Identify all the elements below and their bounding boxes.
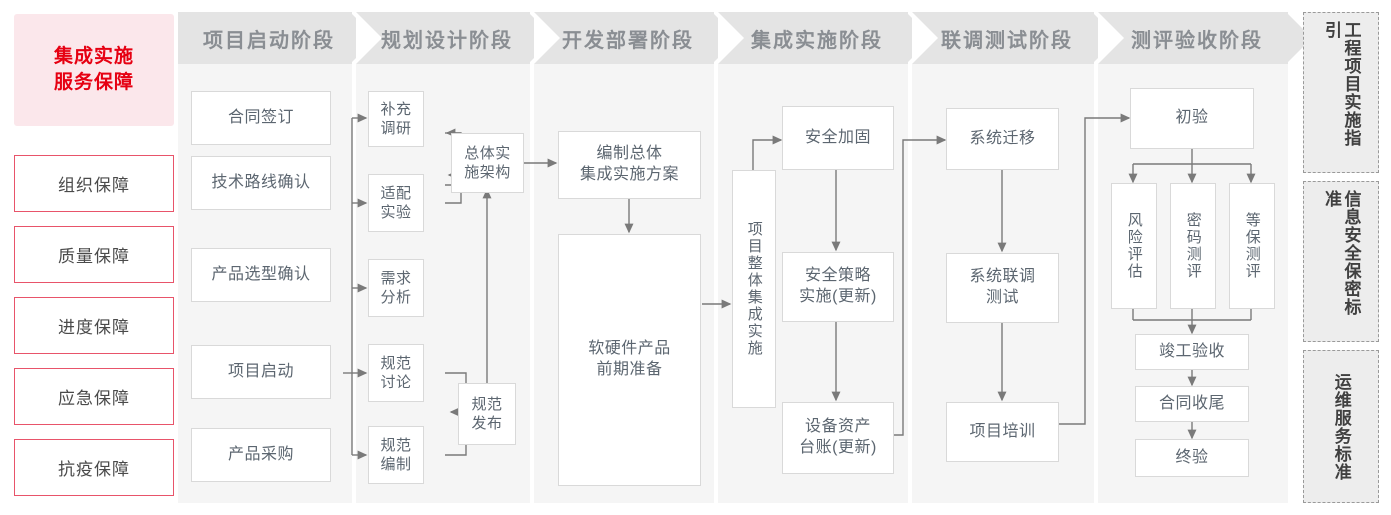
phase-header-2: 规划设计阶段 (356, 12, 554, 64)
node-label: 安全加固 (804, 128, 871, 146)
node-cryptography-eval[interactable]: 密码测评 (1170, 183, 1216, 309)
right-sidebar-label: 工程项目实施指引 (1322, 20, 1361, 147)
node-spec-discussion[interactable]: 规范讨论 (368, 344, 424, 402)
node-label: 等保测评 (1243, 212, 1261, 280)
left-sidebar-title: 集成实施 服务保障 (14, 14, 174, 126)
phase-header-1: 项目启动阶段 (178, 12, 376, 64)
node-label-line: 台账(更新) (799, 439, 877, 456)
node-hw-sw-preparation[interactable]: 软硬件产品前期准备 (558, 234, 701, 486)
node-label-line: 安全策略 (804, 267, 871, 285)
node-security-policy-impl[interactable]: 安全策略实施(更新) (782, 252, 894, 322)
node-system-joint-test[interactable]: 系统联调测试 (946, 253, 1059, 323)
node-overall-implementation-architecture[interactable]: 总体实施架构 (451, 133, 524, 193)
node-label: 技术路线确认 (211, 173, 311, 191)
left-sidebar-title-line-1: 集成实施 (53, 46, 134, 68)
node-label-line: 规范 (380, 436, 412, 454)
sidebar-item-label: 应急保障 (58, 389, 130, 408)
sidebar-item-label: 质量保障 (58, 247, 130, 266)
node-security-hardening[interactable]: 安全加固 (782, 106, 894, 170)
sidebar-item-epidemic[interactable]: 抗疫保障 (14, 439, 174, 496)
node-asset-ledger-update[interactable]: 设备资产台账(更新) (782, 402, 894, 474)
node-label-line: 系统联调 (969, 268, 1036, 286)
phase-header-label: 开发部署阶段 (562, 29, 694, 52)
node-label-line: 施架构 (464, 164, 511, 181)
node-spec-drafting[interactable]: 规范编制 (368, 426, 424, 484)
node-label-line: 集成实施方案 (579, 166, 679, 183)
node-label: 项目培训 (969, 422, 1036, 440)
node-tech-route-confirm[interactable]: 技术路线确认 (191, 156, 331, 210)
node-draft-overall-integration-plan[interactable]: 编制总体集成实施方案 (558, 131, 701, 199)
node-label: 风险评估 (1125, 212, 1143, 280)
right-sidebar-label: 运维服务标准 (1331, 372, 1351, 481)
node-supplementary-research[interactable]: 补充调研 (368, 91, 424, 147)
node-label-line: 分析 (380, 289, 412, 306)
sidebar-item-emergency[interactable]: 应急保障 (14, 368, 174, 425)
node-adaptation-test[interactable]: 适配实验 (368, 174, 424, 232)
node-label-line: 调研 (380, 120, 412, 137)
node-label-line: 讨论 (380, 374, 412, 391)
node-label-line: 编制总体 (596, 145, 663, 163)
phase-header-label: 集成实施阶段 (751, 29, 883, 52)
node-spec-release[interactable]: 规范发布 (458, 383, 516, 445)
node-label-line: 规范 (380, 354, 412, 372)
node-label-line: 软硬件产品 (588, 340, 671, 358)
node-system-migration[interactable]: 系统迁移 (946, 108, 1059, 170)
sidebar-item-label: 抗疫保障 (58, 460, 130, 479)
right-sidebar-item-security-standard[interactable]: 信息安全保密标准 (1303, 181, 1379, 342)
node-label: 产品选型确认 (211, 265, 311, 283)
right-sidebar-item-ops-standard[interactable]: 运维服务标准 (1303, 350, 1379, 503)
phase-header-5: 联调测试阶段 (912, 12, 1118, 64)
node-label-line: 设备资产 (804, 418, 871, 436)
phase-header-4: 集成实施阶段 (718, 12, 932, 64)
node-contract-closure[interactable]: 合同收尾 (1135, 386, 1249, 422)
node-risk-assessment[interactable]: 风险评估 (1111, 183, 1157, 309)
sidebar-item-quality[interactable]: 质量保障 (14, 226, 174, 283)
node-label: 合同收尾 (1158, 394, 1225, 412)
phase-header-label: 联调测试阶段 (941, 29, 1073, 52)
node-label-line: 实验 (380, 204, 412, 221)
sidebar-item-label: 组织保障 (58, 176, 130, 195)
sidebar-item-schedule[interactable]: 进度保障 (14, 297, 174, 354)
phase-header-6: 测评验收阶段 (1098, 12, 1312, 64)
node-label-line: 编制 (380, 456, 412, 473)
node-mlps-eval[interactable]: 等保测评 (1229, 183, 1275, 309)
phase-header-3: 开发部署阶段 (534, 12, 738, 64)
node-overall-project-integration[interactable]: 项目整体集成实施 (732, 170, 776, 408)
node-label-line: 需求 (380, 269, 412, 287)
node-preliminary-acceptance[interactable]: 初验 (1130, 88, 1254, 149)
node-label: 项目整体集成实施 (745, 221, 763, 357)
node-label: 项目启动 (227, 362, 294, 380)
node-final-acceptance[interactable]: 终验 (1135, 439, 1249, 477)
node-contract-signing[interactable]: 合同签订 (191, 91, 331, 145)
node-label-line: 适配 (380, 184, 412, 202)
node-label: 密码测评 (1184, 212, 1202, 280)
sidebar-item-organization[interactable]: 组织保障 (14, 155, 174, 212)
sidebar-item-label: 进度保障 (58, 318, 130, 337)
node-label-line: 规范 (471, 395, 503, 413)
left-sidebar-title-line-2: 服务保障 (53, 72, 134, 93)
node-label: 竣工验收 (1158, 342, 1225, 360)
node-project-kickoff[interactable]: 项目启动 (191, 345, 331, 399)
node-label-line: 实施(更新) (799, 288, 877, 305)
node-completion-acceptance[interactable]: 竣工验收 (1135, 334, 1249, 370)
node-project-training[interactable]: 项目培训 (946, 402, 1059, 462)
node-label-line: 总体实 (464, 144, 511, 162)
node-label: 系统迁移 (969, 129, 1036, 147)
node-product-purchase[interactable]: 产品采购 (191, 428, 331, 482)
node-label: 产品采购 (227, 445, 294, 463)
right-sidebar-item-engineering-guide[interactable]: 工程项目实施指引 (1303, 12, 1379, 173)
node-product-selection[interactable]: 产品选型确认 (191, 248, 331, 302)
node-label-line: 发布 (471, 415, 503, 432)
node-label-line: 补充 (380, 100, 412, 118)
right-sidebar-label: 信息安全保密标准 (1322, 189, 1361, 316)
phase-header-label: 项目启动阶段 (203, 29, 335, 52)
node-label-line: 测试 (985, 289, 1019, 306)
node-label-line: 前期准备 (596, 361, 663, 378)
node-label: 合同签订 (227, 108, 294, 126)
phase-header-label: 规划设计阶段 (381, 29, 513, 52)
node-label: 终验 (1175, 448, 1209, 466)
phase-header-label: 测评验收阶段 (1131, 29, 1263, 52)
node-label: 初验 (1175, 109, 1209, 127)
node-requirement-analysis[interactable]: 需求分析 (368, 259, 424, 317)
